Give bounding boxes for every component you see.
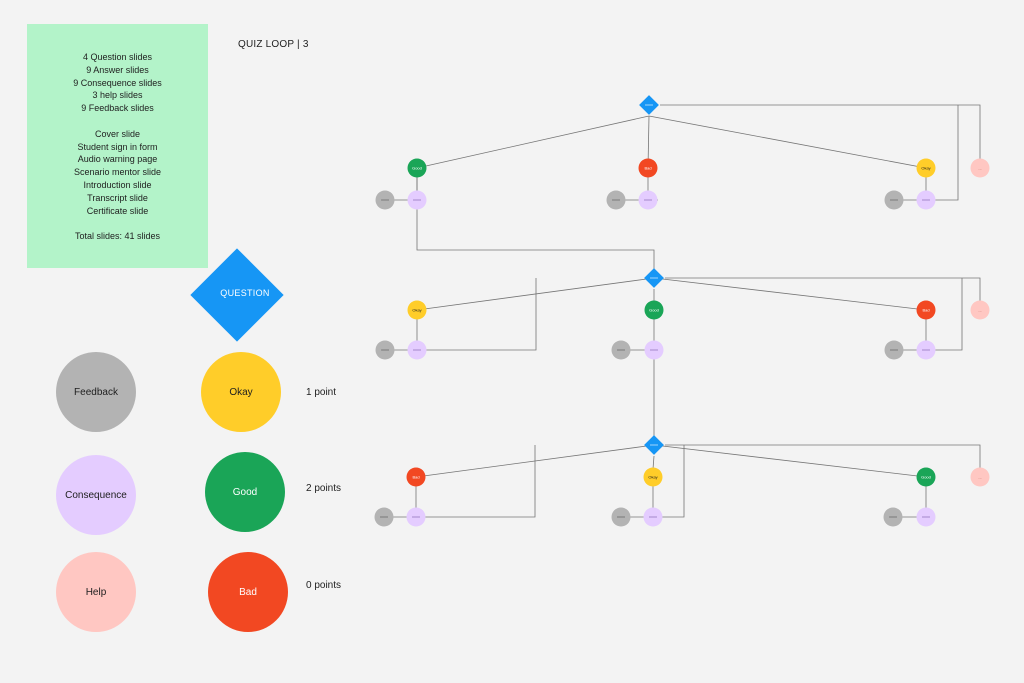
help-node[interactable] xyxy=(970,467,990,487)
connector-line xyxy=(665,277,981,302)
connector-line xyxy=(425,445,536,518)
note-line: 9 Consequence slides xyxy=(73,77,162,88)
note-line: 4 Question slides xyxy=(82,52,153,62)
legend-good-points: 2 points xyxy=(306,483,342,494)
legend-good: Good xyxy=(205,452,285,532)
legend-bad: Bad xyxy=(208,552,288,632)
connector-line xyxy=(662,445,685,518)
legend-question-label: QUESTION xyxy=(220,288,270,298)
connector-line xyxy=(648,115,927,169)
answer-node-label: Okay xyxy=(648,474,657,479)
answer-node-okay[interactable] xyxy=(916,158,936,178)
note-line: 9 Feedback slides xyxy=(81,103,154,114)
legend-help: Help xyxy=(56,552,136,632)
help-node-label: ... xyxy=(978,165,981,170)
connector-line xyxy=(660,104,981,160)
connector-line xyxy=(416,277,655,311)
answer-node-label: Bad xyxy=(412,474,419,479)
note-line: Scenario mentor slide xyxy=(73,167,162,178)
connector-line xyxy=(652,455,655,470)
answer-node-label: Bad xyxy=(922,307,929,312)
answer-node-bad[interactable] xyxy=(638,158,658,178)
note-line: 3 help slides xyxy=(92,90,143,101)
answer-node-good[interactable] xyxy=(644,300,664,320)
answer-node-good[interactable] xyxy=(916,467,936,487)
connector-line xyxy=(653,277,927,311)
answer-node-label: Okay xyxy=(921,165,930,170)
answer-node-okay[interactable] xyxy=(407,300,427,320)
connector-line xyxy=(926,278,963,351)
note-line: Student sign in form xyxy=(77,141,158,152)
answer-node-bad[interactable] xyxy=(406,467,426,487)
connector-line xyxy=(426,278,537,351)
answer-node-bad[interactable] xyxy=(916,300,936,320)
answer-node-okay[interactable] xyxy=(643,467,663,487)
help-node[interactable] xyxy=(970,158,990,178)
legend-okay: Okay xyxy=(201,352,281,432)
note-line: Introduction slide xyxy=(83,179,152,190)
note-line: Transcript slide xyxy=(87,192,148,203)
board-title: QUIZ LOOP | 3 xyxy=(238,39,309,50)
help-node-label: ... xyxy=(978,307,981,312)
legend-bad-points: 0 points xyxy=(306,580,342,591)
flow-connectors xyxy=(384,104,981,518)
help-node[interactable] xyxy=(970,300,990,320)
legend-feedback: Feedback xyxy=(56,352,136,432)
slide-count-note[interactable]: 4 Question slides 9 Answer slides 9 Conseq… xyxy=(27,24,208,268)
note-line: Cover slide xyxy=(94,128,141,139)
answer-node-good[interactable] xyxy=(407,158,427,178)
answer-node-label: Bad xyxy=(644,165,651,170)
connector-line xyxy=(653,444,927,478)
answer-node-label: Good xyxy=(921,474,931,479)
connector-line xyxy=(416,176,655,270)
connector-line xyxy=(935,105,959,201)
legend-okay-points: 1 point xyxy=(306,387,337,398)
answer-node-label: Good xyxy=(412,165,422,170)
note-line: Certificate slide xyxy=(86,205,149,216)
note-line: Total slides: 41 slides xyxy=(74,231,161,242)
answer-node-label: Okay xyxy=(412,307,421,312)
connector-line xyxy=(665,444,981,469)
answer-node-label: Good xyxy=(649,307,659,312)
help-node-label: ... xyxy=(978,474,981,479)
note-line: Audio warning page xyxy=(77,154,158,165)
note-line: 9 Answer slides xyxy=(86,64,149,75)
legend-consequence: Consequence xyxy=(56,455,136,535)
connector-line xyxy=(416,115,650,169)
